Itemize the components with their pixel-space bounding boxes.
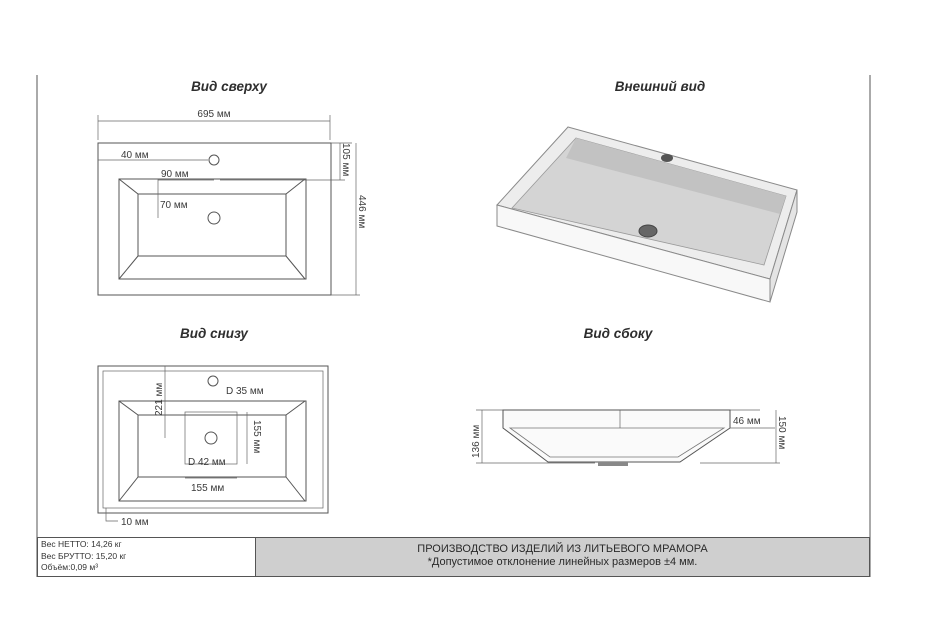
top-dim-105: 105 мм [340, 143, 351, 176]
title-block: Вес НЕТТО: 14,26 кг Вес БРУТТО: 15,20 кг… [37, 537, 870, 577]
bottom-dim-221: 221 мм [154, 383, 165, 416]
top-outline [97, 142, 332, 296]
weights-block: Вес НЕТТО: 14,26 кг Вес БРУТТО: 15,20 кг… [38, 538, 256, 576]
tolerance-note: *Допустимое отклонение линейных размеров… [427, 556, 698, 568]
side-dim-46: 46 мм [733, 416, 761, 427]
faucet-hole-3d [661, 154, 673, 162]
bottom-outline-outer [97, 365, 329, 514]
bottom-dim-10: 10 мм [121, 517, 149, 528]
top-dim-40: 40 мм [121, 150, 149, 161]
bottom-view: Вид снизу D 35 мм 221 мм 155 мм D 42 мм … [97, 326, 329, 528]
drain-hole [207, 211, 221, 225]
top-bowl-outer [118, 178, 307, 280]
side-profile-inner [508, 427, 726, 458]
top-dim-90: 90 мм [161, 169, 189, 180]
top-view-title: Вид сверху [191, 79, 268, 94]
side-dim-150: 150 мм [776, 416, 787, 449]
bottom-dim-155v: 155 мм [251, 420, 262, 453]
top-width-label: 695 мм [197, 109, 230, 120]
side-dim-136: 136 мм [471, 425, 482, 458]
net-weight: Вес НЕТТО: 14,26 кг [41, 539, 122, 549]
top-view: Вид сверху 695 мм 40 мм 90 мм 70 мм 105 … [97, 79, 367, 296]
drain-3d [638, 224, 658, 238]
side-view-title: Вид сбоку [584, 326, 654, 341]
side-profile-outer [502, 409, 731, 463]
drain-boss [184, 411, 238, 465]
basin-side-face [769, 189, 798, 303]
external-view-title: Внешний вид [615, 79, 706, 94]
bottom-dim-d35: D 35 мм [226, 386, 264, 397]
gross-weight: Вес БРУТТО: 15,20 кг [41, 550, 127, 561]
bottom-dim-155h: 155 мм [191, 483, 224, 494]
bottom-dim-d42: D 42 мм [188, 457, 226, 468]
bottom-outline-inner [102, 370, 324, 509]
top-bowl-inner [137, 193, 287, 257]
top-dim-70: 70 мм [160, 200, 188, 211]
production-title: ПРОИЗВОДСТВО ИЗДЕЛИЙ ИЗ ЛИТЬЕВОГО МРАМОР… [417, 543, 708, 555]
faucet-hole [208, 154, 220, 166]
side-view: Вид сбоку 136 мм 46 мм 150 мм [471, 326, 787, 466]
production-note: ПРОИЗВОДСТВО ИЗДЕЛИЙ ИЗ ЛИТЬЕВОГО МРАМОР… [256, 538, 869, 576]
top-dim-446: 446 мм [356, 195, 367, 228]
bottom-view-title: Вид снизу [180, 326, 249, 341]
volume: Объём:0,09 м³ [41, 562, 99, 572]
external-view: Внешний вид [496, 79, 798, 303]
